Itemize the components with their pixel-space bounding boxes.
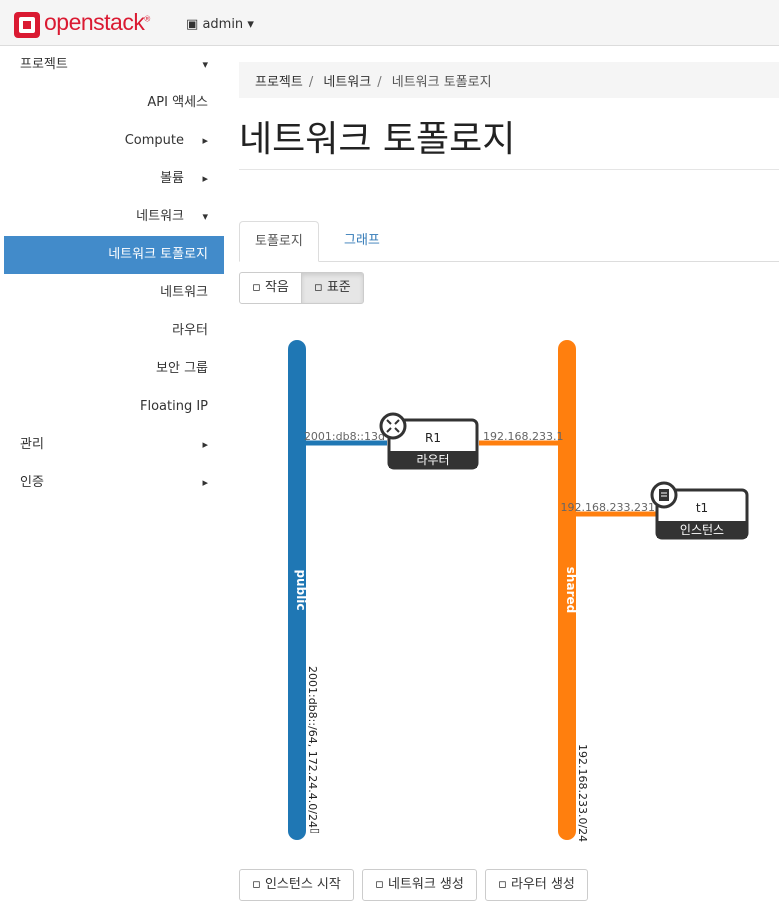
sidebar-item-routers[interactable]: 라우터 xyxy=(4,312,224,350)
breadcrumb-project[interactable]: 프로젝트 xyxy=(255,75,303,90)
sidebar-item-api-access[interactable]: API 액세스 xyxy=(4,84,224,122)
caret-down-icon: ▾ xyxy=(247,17,254,32)
plus-icon: ▫ xyxy=(375,877,384,892)
chevron-right-icon: ▸ xyxy=(202,134,208,147)
cube-icon: ▣ xyxy=(186,17,199,32)
create-router-button[interactable]: ▫ 라우터 생성 xyxy=(485,869,588,901)
tab-topology[interactable]: 토폴로지 xyxy=(239,221,319,262)
chevron-right-icon: ▸ xyxy=(202,172,208,185)
instance-port-ip: 192.168.233.231 xyxy=(561,501,655,514)
sidebar-item-label: 인증 xyxy=(20,475,44,490)
project-selector[interactable]: ▣ admin ▾ xyxy=(186,17,254,32)
sidebar-item-identity[interactable]: 인증 ▸ xyxy=(4,464,224,502)
page-title: 네트워크 토폴로지 xyxy=(239,119,516,160)
sidebar-item-label: 관리 xyxy=(20,437,44,452)
network-shared-label: shared xyxy=(564,567,578,613)
tab-graph[interactable]: 그래프 xyxy=(344,233,380,248)
topology-canvas[interactable]: public 2001:db8::/64, 172.24.4.0/24 ▯ sh… xyxy=(239,320,779,850)
launch-instance-button[interactable]: ▫ 인스턴스 시작 xyxy=(239,869,354,901)
compress-icon: ▫ xyxy=(252,280,261,295)
sidebar-item-security-groups[interactable]: 보안 그룹 xyxy=(4,350,224,388)
sidebar-item-label: 네트워크 토폴로지 xyxy=(108,247,208,262)
router-icon xyxy=(379,412,407,440)
breadcrumb-current: 네트워크 토폴로지 xyxy=(391,75,492,90)
button-label: 네트워크 생성 xyxy=(387,877,464,892)
sidebar-item-networks[interactable]: 네트워크 xyxy=(4,274,224,312)
topology-actions: ▫ 인스턴스 시작 ▫ 네트워크 생성 ▫ 라우터 생성 xyxy=(239,869,592,901)
chevron-down-icon: ▾ xyxy=(202,210,208,223)
router-public-port-ip: 2001:db8::13d xyxy=(304,430,385,443)
chevron-right-icon: ▸ xyxy=(202,476,208,489)
sidebar-item-volumes[interactable]: 볼륨 ▸ xyxy=(4,160,224,198)
sidebar-item-admin[interactable]: 관리 ▸ xyxy=(4,426,224,464)
router-type-label: 라우터 xyxy=(416,453,449,467)
create-network-button[interactable]: ▫ 네트워크 생성 xyxy=(362,869,477,901)
project-name: admin xyxy=(202,17,244,32)
button-label: 인스턴스 시작 xyxy=(264,877,341,892)
network-public-cidr: 2001:db8::/64, 172.24.4.0/24 xyxy=(306,666,319,828)
sidebar-item-label: 라우터 xyxy=(172,323,208,338)
brand-name[interactable]: openstack® xyxy=(44,9,150,35)
sidebar: 프로젝트 ▾ API 액세스 Compute ▸ 볼륨 ▸ 네트워크 ▾ 네트워… xyxy=(4,46,224,502)
plus-icon: ▫ xyxy=(498,877,507,892)
cloud-upload-icon: ▫ xyxy=(252,877,261,892)
sidebar-item-label: 네트워크 xyxy=(136,209,184,224)
instance-name: t1 xyxy=(696,501,708,515)
sidebar-item-label: 네트워크 xyxy=(160,285,208,300)
sidebar-item-network[interactable]: 네트워크 ▾ xyxy=(4,198,224,236)
sidebar-item-label: 보안 그룹 xyxy=(156,361,208,376)
sidebar-item-floating-ip[interactable]: Floating IP xyxy=(4,388,224,426)
instance-type-label: 인스턴스 xyxy=(680,523,724,537)
network-shared-bar[interactable] xyxy=(558,340,576,840)
router-shared-port-ip: 192.168.233.1 xyxy=(483,430,563,443)
size-toggle-group: ▫ 작음 ▫ 표준 xyxy=(239,272,364,304)
sidebar-item-project[interactable]: 프로젝트 ▾ xyxy=(4,46,224,84)
sidebar-item-network-topology[interactable]: 네트워크 토폴로지 xyxy=(4,236,224,274)
button-label: 표준 xyxy=(326,280,351,295)
sidebar-item-label: API 액세스 xyxy=(147,95,208,110)
router-name: R1 xyxy=(425,431,441,445)
divider xyxy=(239,169,779,170)
network-public-bar[interactable] xyxy=(288,340,306,840)
openstack-logo-icon[interactable] xyxy=(14,12,40,38)
router-node[interactable]: R1 라우터 xyxy=(379,412,479,470)
network-info-icon[interactable]: ▯ xyxy=(309,828,322,834)
network-shared-cidr: 192.168.233.0/24 xyxy=(576,744,589,842)
chevron-right-icon: ▸ xyxy=(202,438,208,451)
chevron-down-icon: ▾ xyxy=(202,58,208,71)
topology-tabs: 토폴로지 그래프 xyxy=(239,221,779,262)
server-icon xyxy=(650,481,678,509)
top-navbar: openstack® ▣ admin ▾ xyxy=(0,0,779,46)
small-size-button[interactable]: ▫ 작음 xyxy=(239,272,302,304)
sidebar-item-label: 볼륨 xyxy=(160,171,184,186)
sidebar-item-compute[interactable]: Compute ▸ xyxy=(4,122,224,160)
breadcrumb: 프로젝트/ 네트워크/ 네트워크 토폴로지 xyxy=(239,62,779,98)
button-label: 작음 xyxy=(264,280,289,295)
expand-icon: ▫ xyxy=(313,280,323,295)
instance-node[interactable]: t1 인스턴스 xyxy=(650,481,749,540)
normal-size-button[interactable]: ▫ 표준 xyxy=(300,272,364,304)
network-public-label: public xyxy=(294,569,308,610)
sidebar-item-label: Floating IP xyxy=(139,399,208,414)
sidebar-item-label: Compute xyxy=(124,133,184,148)
sidebar-item-label: 프로젝트 xyxy=(20,57,68,72)
button-label: 라우터 생성 xyxy=(510,877,575,892)
breadcrumb-network[interactable]: 네트워크 xyxy=(323,75,372,90)
